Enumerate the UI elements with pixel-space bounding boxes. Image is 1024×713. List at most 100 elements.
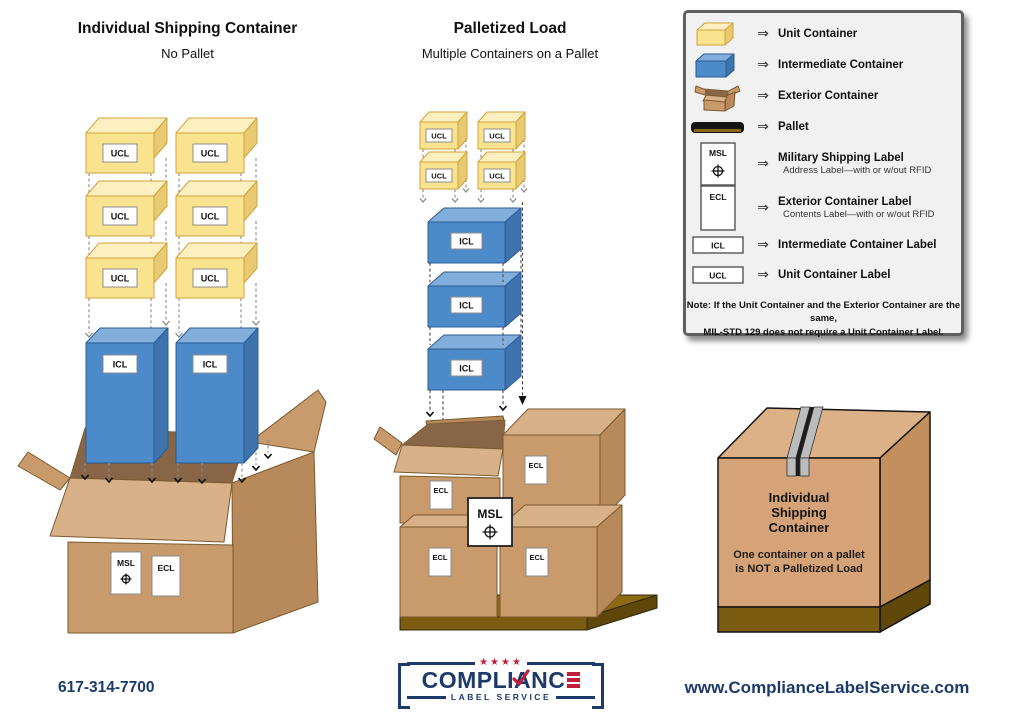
logo-checkmark-icon: [512, 669, 530, 687]
unit-container-box: UCL: [175, 242, 258, 299]
left-section-header: Individual Shipping Container No Pallet: [40, 20, 335, 61]
tape-strip: [786, 406, 824, 477]
unit-container-box: UCL: [175, 117, 258, 174]
unit-container-boxes: UCL UCL UCL UCL: [419, 111, 526, 190]
logo-stars-row: ★★★★: [407, 657, 596, 668]
legend-note-line2: MIL-STD 129 does not require a Unit Cont…: [703, 326, 944, 338]
double-arrow-icon: ⇒: [757, 118, 769, 135]
double-arrow-icon: ⇒: [757, 200, 769, 216]
svg-text:UCL: UCL: [201, 149, 220, 159]
legend-row-exterior-container: ⇒ Exterior Container: [686, 80, 961, 111]
svg-text:ICL: ICL: [459, 364, 474, 374]
exterior-container-carton: MSL ECL: [17, 389, 327, 634]
logo-e-bars-icon: [567, 672, 581, 689]
individual-shipping-container-diagram: UCL UCL UCL UCL UCL UCL MSL ECL: [17, 117, 327, 634]
svg-text:ECL: ECL: [529, 461, 544, 470]
unit-container-icon: [686, 20, 750, 48]
svg-text:ICL: ICL: [459, 237, 474, 247]
palletized-load-diagram: UCL UCL UCL UCL ICL ICL ICL: [373, 111, 658, 631]
open-exterior-container: ECL: [373, 415, 506, 524]
middle-section-header: Palletized Load Multiple Containers on a…: [385, 20, 635, 61]
intermediate-container-box: ICL: [85, 327, 169, 464]
dashed-connector-lines: [84, 440, 269, 478]
black-arrowheads: [80, 453, 273, 485]
double-arrow-icon: ⇒: [757, 237, 769, 253]
ucl-label-icon: UCL: [686, 265, 750, 286]
svg-text:ICL: ICL: [113, 360, 128, 370]
legend-row-msl: MSL ⇒ Military Shipping Label Address La…: [686, 142, 961, 186]
intermediate-container-boxes: ICL ICL: [85, 327, 259, 464]
unit-container-box: UCL: [85, 242, 168, 299]
svg-text:UCL: UCL: [201, 274, 220, 284]
unit-container-box: UCL: [85, 180, 168, 237]
solid-arrowhead: [518, 396, 527, 405]
legend-row-icl: ICL ⇒ Intermediate Container Label: [686, 230, 961, 260]
exterior-container-label: ECL: [524, 455, 548, 485]
double-arrow-icon: ⇒: [757, 267, 769, 283]
box-body-line2: is NOT a Palletized Load: [735, 563, 863, 575]
unit-container-box: UCL: [85, 117, 168, 174]
svg-text:ICL: ICL: [459, 301, 474, 311]
logo-left-bracket: [398, 663, 410, 709]
left-section-title: Individual Shipping Container: [77, 20, 298, 37]
svg-text:ICL: ICL: [711, 240, 725, 250]
svg-text:ECL: ECL: [710, 192, 727, 202]
double-arrow-icon: ⇒: [757, 25, 769, 42]
logo-right-bracket: [592, 663, 604, 709]
unit-container-box: UCL: [477, 111, 526, 150]
rfid-crosshair-icon: [120, 573, 132, 585]
gray-arrowheads: [419, 188, 528, 203]
svg-text:MSL: MSL: [477, 507, 502, 521]
double-arrow-icon: ⇒: [757, 156, 769, 172]
pallet-icon: [686, 115, 750, 139]
svg-text:UCL: UCL: [201, 212, 220, 222]
single-container-on-pallet-diagram: Individual Shipping Container One contai…: [717, 406, 931, 634]
legend-row-unit-container: ⇒ Unit Container: [686, 18, 961, 49]
svg-text:MSL: MSL: [709, 148, 727, 158]
exterior-container-label: ECL: [428, 547, 452, 577]
dashed-connector-lines: [429, 202, 524, 422]
legend-row-pallet: ⇒ Pallet: [686, 111, 961, 142]
svg-text:ECL: ECL: [530, 553, 545, 562]
intermediate-container-box: ICL: [175, 327, 259, 464]
logo-label-service-text: LABEL SERVICE: [450, 692, 552, 703]
intermediate-container-icon: [686, 51, 750, 79]
box-body-line1: One container on a pallet: [733, 549, 865, 561]
svg-text:ECL: ECL: [433, 553, 448, 562]
exterior-container-label: ECL: [525, 547, 549, 577]
svg-text:UCL: UCL: [489, 172, 505, 181]
unit-container-box: UCL: [419, 151, 468, 190]
middle-section-subtitle: Multiple Containers on a Pallet: [421, 46, 599, 61]
unit-container-box: UCL: [419, 111, 468, 150]
svg-text:UCL: UCL: [489, 132, 505, 141]
svg-text:MSL: MSL: [117, 558, 135, 568]
legend-row-ecl: ECL ⇒ Exterior Container Label Contents …: [686, 185, 961, 231]
intermediate-container-boxes: ICL ICL ICL: [427, 207, 522, 391]
unit-container-box: UCL: [477, 151, 526, 190]
legend-panel: ⇒ Unit Container ⇒ Intermediate Containe…: [683, 10, 964, 339]
left-section-subtitle: No Pallet: [161, 46, 214, 61]
logo-stars-icon: ★★★★: [479, 657, 523, 668]
phone-number: 617-314-7700: [58, 679, 155, 696]
exterior-container-label: ECL: [429, 480, 453, 510]
legend-row-ucl: UCL ⇒ Unit Container Label: [686, 260, 961, 290]
unit-container-box: UCL: [175, 180, 258, 237]
svg-text:ECL: ECL: [158, 563, 175, 573]
exterior-container-icon: [686, 80, 750, 112]
svg-text:ICL: ICL: [203, 360, 218, 370]
intermediate-container-box: ICL: [427, 207, 522, 264]
exterior-container-box: ECL: [499, 504, 623, 618]
legend-row-intermediate-container: ⇒ Intermediate Container: [686, 49, 961, 80]
unit-container-boxes: UCL UCL UCL UCL UCL UCL: [85, 117, 258, 299]
double-arrow-icon: ⇒: [757, 87, 769, 104]
svg-text:UCL: UCL: [111, 149, 130, 159]
svg-text:UCL: UCL: [111, 212, 130, 222]
box-title-line1: Individual: [769, 490, 830, 505]
legend-note: Note: If the Unit Container and the Exte…: [686, 299, 961, 339]
intermediate-container-box: ICL: [427, 271, 522, 328]
legend-note-line1: Note: If the Unit Container and the Exte…: [686, 300, 961, 325]
rfid-crosshair-icon: [482, 524, 498, 540]
